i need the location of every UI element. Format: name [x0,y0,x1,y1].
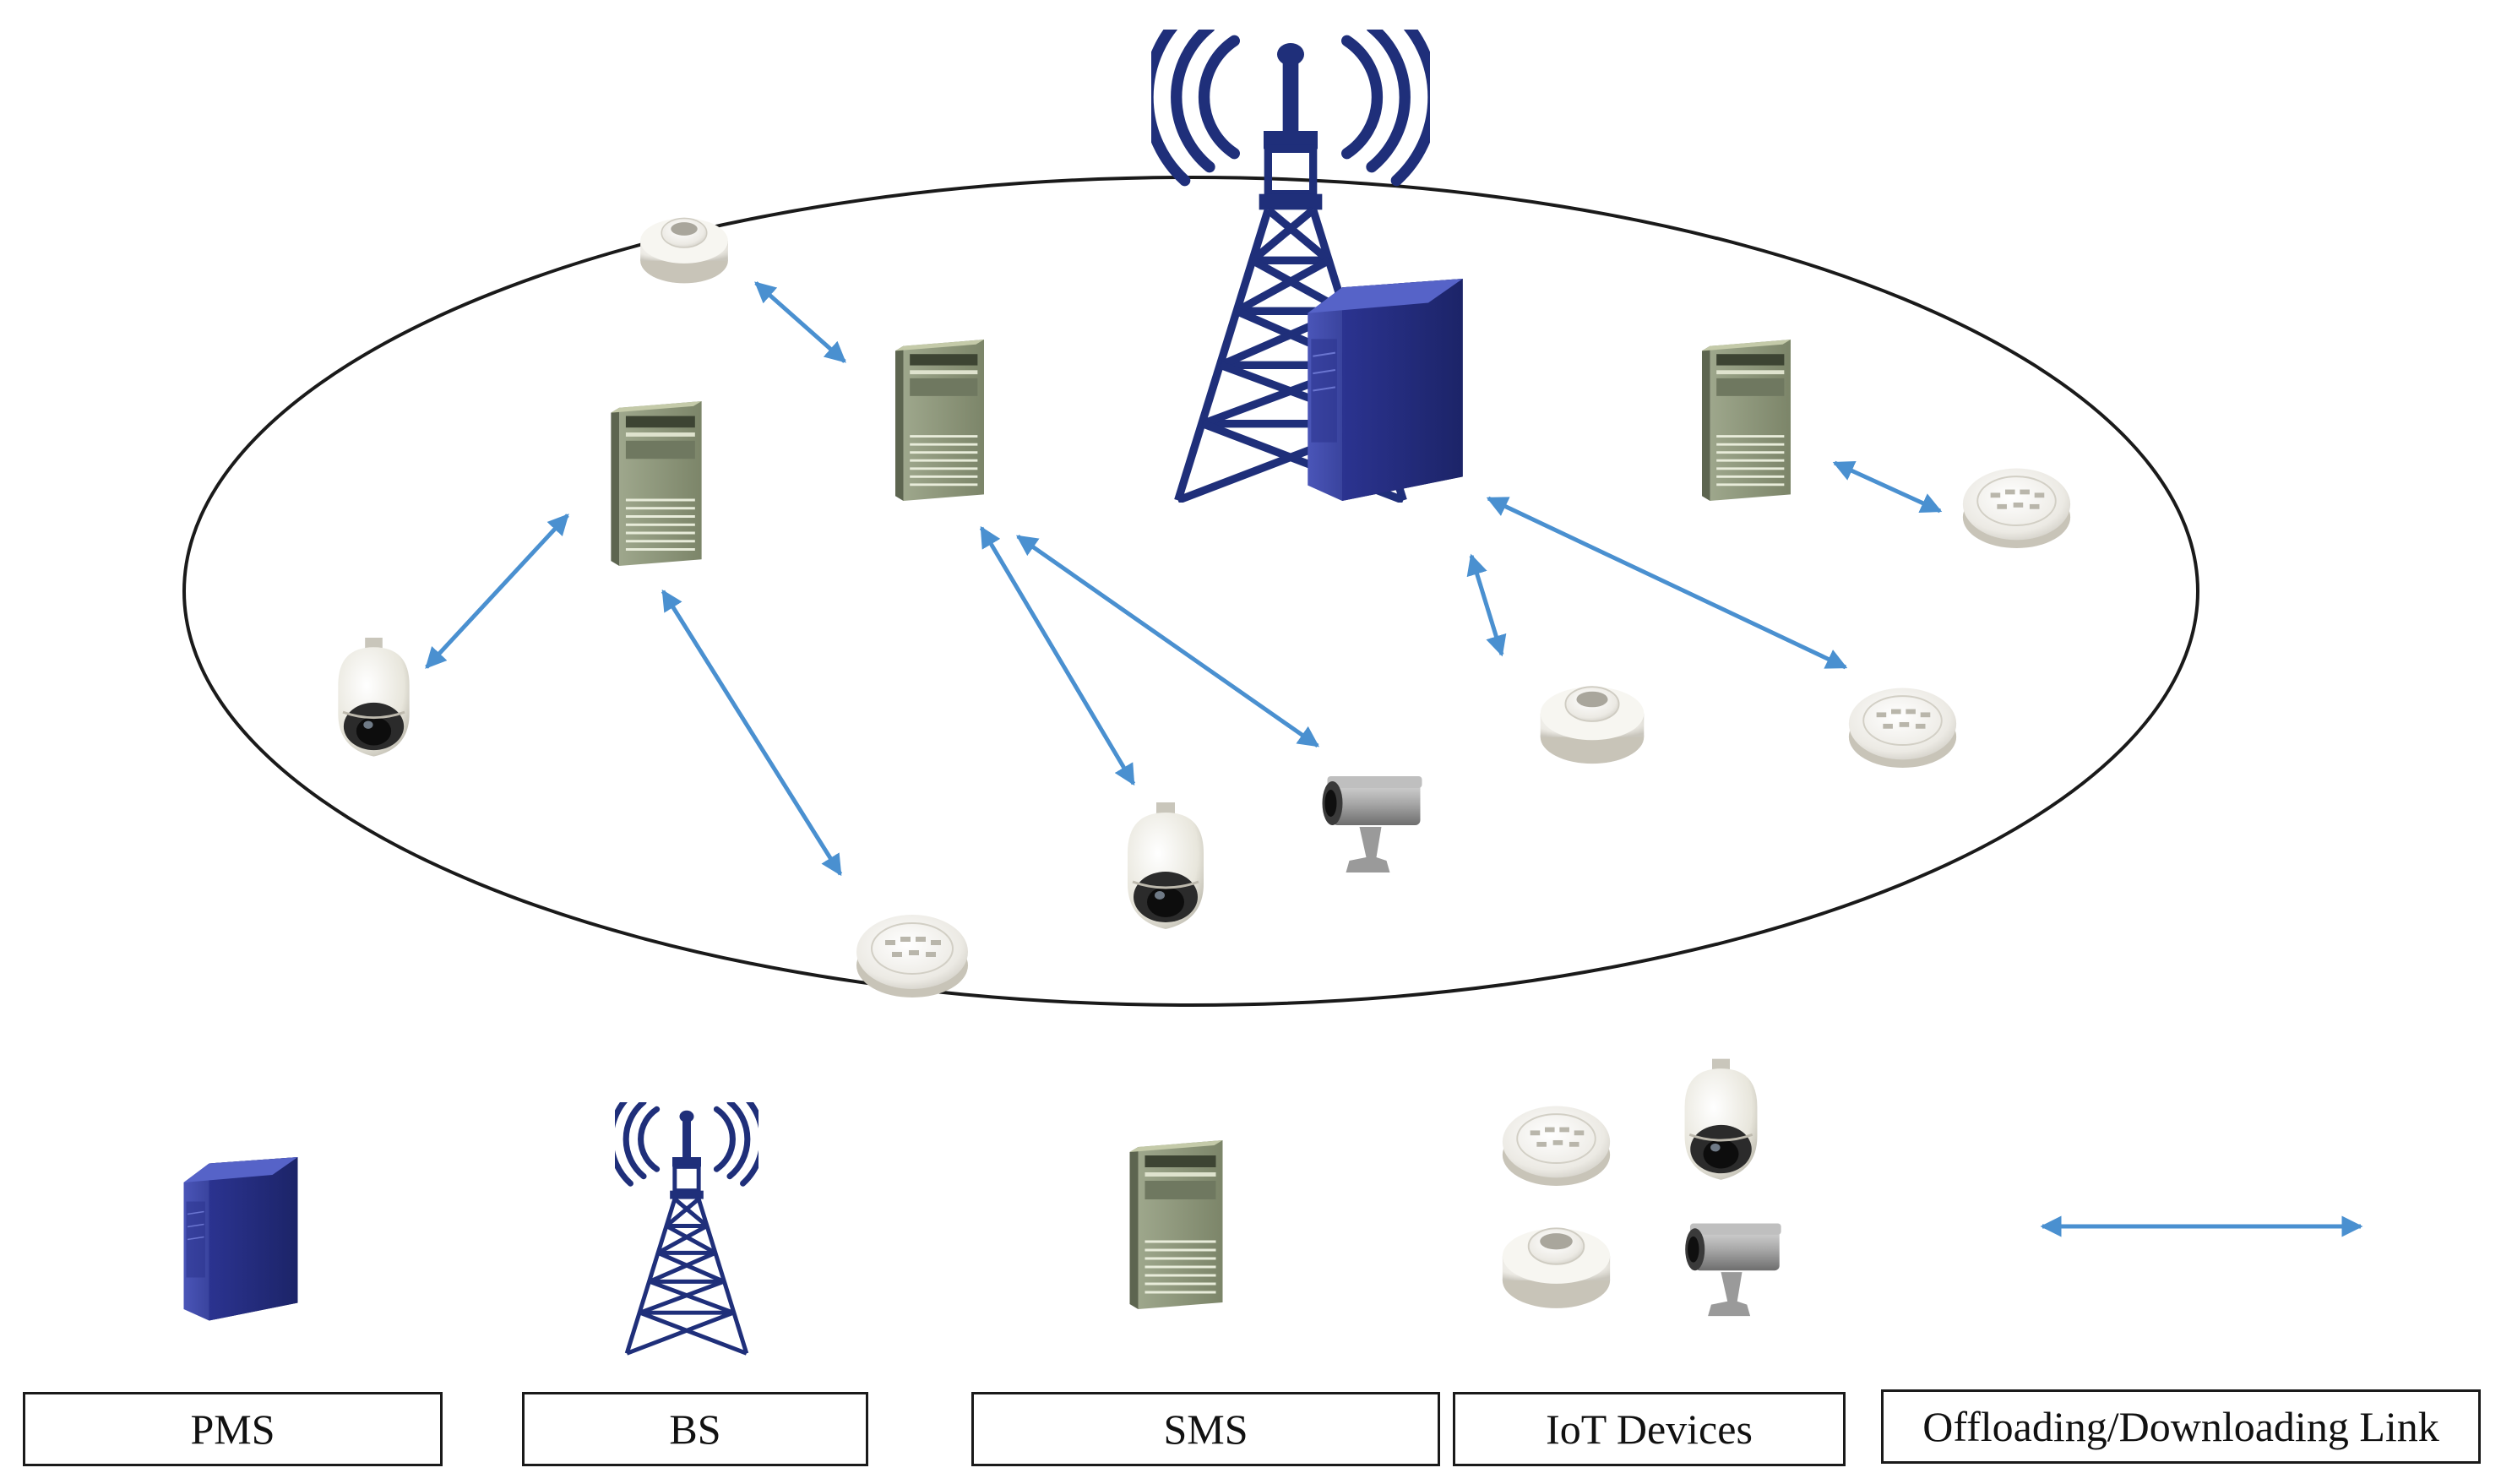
coverage-area [182,176,2199,1007]
smoke-detector-icon [1501,1227,1612,1309]
legend-label-bs: BS [522,1392,868,1466]
smoke-detector-icon [1539,686,1645,765]
dome-camera-icon [336,638,411,758]
pms-server-icon [182,1157,299,1322]
bullet-camera-icon [1322,776,1422,872]
link-arrow [1015,534,1320,748]
smoke-detector-icon [1847,687,1958,769]
sms-server-icon [1128,1140,1225,1309]
dome-camera-icon [1126,802,1205,931]
sms-server-icon [895,338,984,503]
link-arrow [661,589,843,877]
link-arrow [1466,553,1507,657]
legend-label-sms: SMS [971,1392,1440,1466]
link-arrow [754,281,846,363]
legend-label-pms: PMS [23,1392,443,1466]
sms-server-icon [610,401,703,566]
legend-label-link: Offloading/Downloading Link [1881,1389,2481,1464]
smoke-detector-icon [639,217,729,285]
smoke-detector-icon [1961,467,2072,549]
smoke-detector-icon [856,914,969,998]
link-arrow [1832,460,1943,514]
dome-camera-icon [1683,1057,1759,1182]
smoke-detector-icon [1501,1105,1612,1187]
link-arrow [425,514,569,669]
sms-server-icon [1702,338,1791,503]
legend-label-iot-devices: IoT Devices [1453,1392,1846,1466]
cell-tower-icon [611,1095,763,1353]
pms-server-icon [1307,279,1464,503]
link-arrow [1486,496,1848,670]
bullet-camera-icon [1685,1223,1781,1317]
